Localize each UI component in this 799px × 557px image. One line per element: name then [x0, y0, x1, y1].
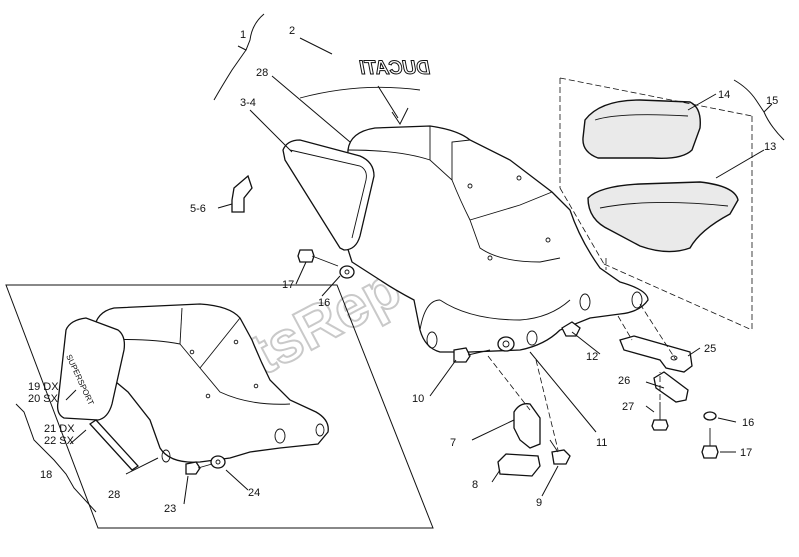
side-window-decal — [282, 139, 375, 251]
callout-7: 7 — [450, 437, 456, 449]
bracket-25 — [619, 335, 693, 373]
inset-washer-24 — [210, 455, 226, 469]
washer-16-lower — [703, 411, 717, 421]
callout-labels: 1 2 28 3-4 5-6 17 16 14 15 13 12 25 26 2… — [28, 25, 778, 515]
callout-28-main: 28 — [256, 67, 268, 79]
leader-lines — [15, 13, 785, 513]
bracket-8 — [497, 453, 541, 477]
pillion-pad — [582, 99, 701, 160]
rider-seat — [587, 181, 739, 253]
callout-21: 21 DX — [44, 423, 75, 435]
callout-17-lower: 17 — [740, 447, 752, 459]
callout-16-upper: 16 — [318, 297, 330, 309]
callout-8: 8 — [472, 479, 478, 491]
side-bracket — [231, 174, 253, 213]
callout-20: 20 SX — [28, 393, 59, 405]
inset-side-panel: SUPERSPORT — [56, 317, 126, 421]
bolt-27 — [651, 402, 669, 431]
inset-tail-fairing — [93, 303, 329, 463]
assembly-lines — [487, 303, 677, 451]
inset-bolt-23 — [185, 461, 213, 475]
callout-12: 12 — [586, 351, 598, 363]
callout-18: 18 — [40, 469, 52, 481]
callout-24: 24 — [248, 487, 260, 499]
callout-25: 25 — [704, 343, 716, 355]
callout-1: 1 — [240, 29, 246, 41]
bolt-9 — [549, 439, 571, 465]
callout-3-4: 3-4 — [240, 97, 256, 109]
inset-frame — [5, 284, 434, 529]
callout-13: 13 — [764, 141, 776, 153]
spacer-11 — [497, 336, 515, 352]
inset-stripe — [89, 419, 139, 471]
callout-14: 14 — [718, 89, 730, 101]
callout-28-inset: 28 — [108, 489, 120, 501]
callout-26: 26 — [618, 375, 630, 387]
callout-15: 15 — [766, 95, 778, 107]
seat-guide-lines — [559, 77, 753, 331]
washer-16-upper — [339, 265, 355, 279]
callout-10: 10 — [412, 393, 424, 405]
callout-22: 22 SX — [44, 435, 75, 447]
ducati-logo-decal: DUCATI — [299, 58, 431, 125]
bolt-17-lower — [701, 428, 719, 459]
callout-19: 19 DX — [28, 381, 59, 393]
callout-16-lower: 16 — [742, 417, 754, 429]
bolt-17-upper — [297, 249, 339, 267]
callout-2: 2 — [289, 25, 295, 37]
bolt-10 — [453, 347, 491, 363]
callout-17-upper: 17 — [282, 279, 294, 291]
plate-26 — [653, 371, 689, 403]
clip-7 — [513, 403, 541, 449]
callout-5-6: 5-6 — [190, 203, 206, 215]
tail-fairing — [344, 125, 649, 353]
callout-11: 11 — [596, 437, 607, 449]
callout-27: 27 — [622, 401, 634, 413]
callout-23: 23 — [164, 503, 176, 515]
callout-9: 9 — [536, 497, 542, 509]
logo-text: DUCATI — [359, 58, 430, 79]
bolt-12 — [561, 321, 581, 337]
